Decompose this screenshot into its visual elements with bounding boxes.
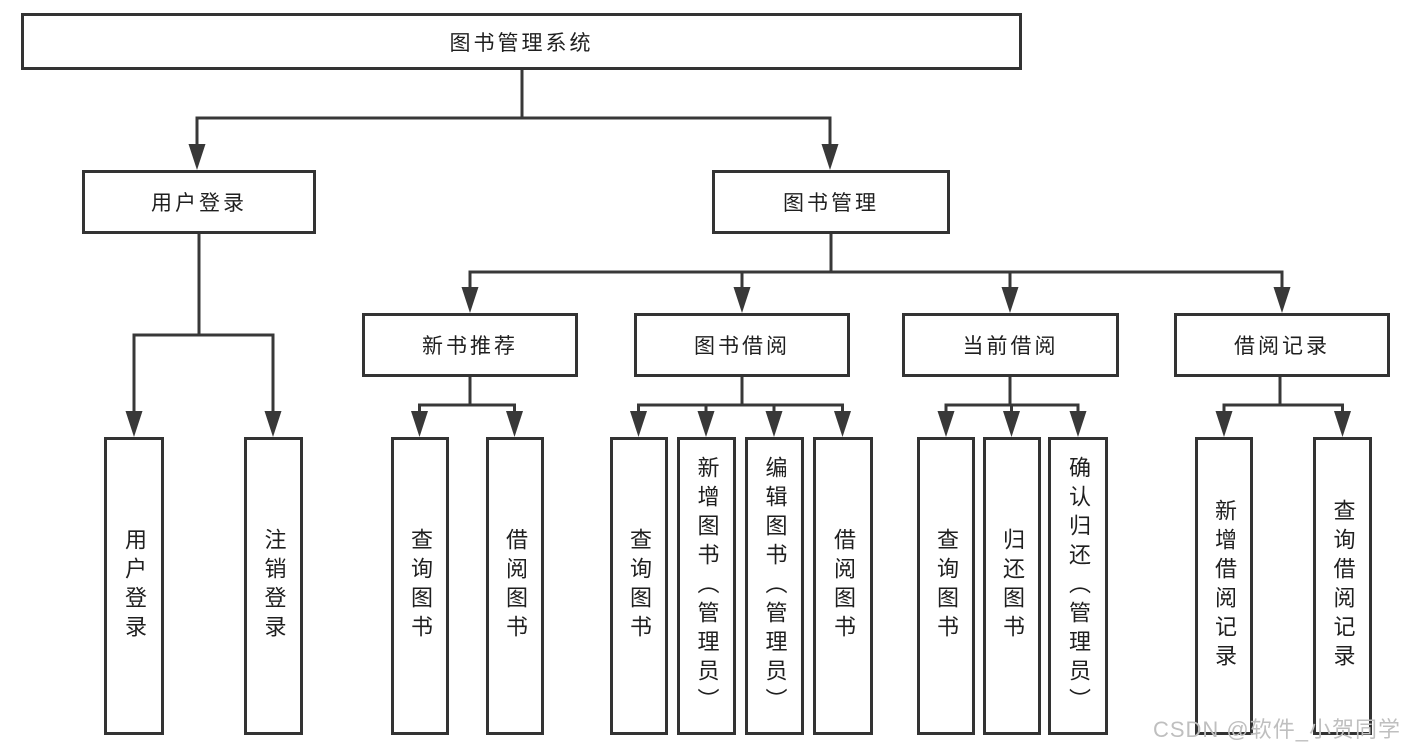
node-borrow-records: 借阅记录 — [1174, 313, 1390, 377]
node-label: 注销登录 — [261, 528, 287, 644]
node-label: 借阅图书 — [503, 528, 528, 644]
leaf-logout: 注销登录 — [244, 437, 303, 735]
node-label: 新增图书（管理员） — [694, 455, 720, 717]
node-label: 图书管理 — [783, 192, 879, 215]
leaf-return-book: 归还图书 — [983, 437, 1041, 735]
leaf-query-borrow-record: 查询借阅记录 — [1313, 437, 1372, 735]
arrowhead — [697, 411, 715, 437]
arrowhead — [1215, 411, 1233, 437]
node-label: 编辑图书（管理员） — [762, 455, 788, 717]
connector-record-group — [1215, 377, 1351, 437]
node-label: 用户登录 — [151, 192, 247, 215]
arrowhead — [630, 411, 647, 437]
arrowhead — [1003, 411, 1020, 437]
node-label: 确认归还（管理员） — [1066, 455, 1091, 717]
leaf-add-book-admin: 新增图书（管理员） — [677, 437, 736, 735]
leaf-borrow-books-2: 借阅图书 — [813, 437, 873, 735]
arrowhead — [733, 287, 751, 313]
node-user-login: 用户登录 — [82, 170, 316, 234]
arrowhead — [1334, 411, 1351, 437]
connector-user-branch — [125, 233, 282, 437]
leaf-query-books-borrow: 查询图书 — [610, 437, 668, 735]
node-current-borrow: 当前借阅 — [902, 313, 1119, 377]
node-label: 图书管理系统 — [449, 31, 594, 55]
arrowhead — [188, 144, 206, 170]
arrowhead — [1069, 411, 1087, 437]
node-label: 新书推荐 — [422, 335, 518, 358]
leaf-add-borrow-record: 新增借阅记录 — [1195, 437, 1253, 735]
arrowhead — [411, 411, 428, 437]
node-book-management: 图书管理 — [712, 170, 950, 234]
arrowhead — [765, 411, 783, 437]
connector-newbook-group — [411, 377, 523, 437]
arrowhead — [834, 411, 851, 437]
node-label: 用户登录 — [122, 528, 147, 644]
connector-current-group — [937, 377, 1087, 437]
leaf-borrow-books-recommend: 借阅图书 — [486, 437, 544, 735]
node-label: 借阅图书 — [831, 528, 856, 644]
node-label: 图书借阅 — [694, 335, 790, 358]
leaf-query-books-recommend: 查询图书 — [391, 437, 449, 735]
arrowhead — [461, 287, 479, 313]
node-new-book-recommend: 新书推荐 — [362, 313, 578, 377]
leaf-confirm-return-admin: 确认归还（管理员） — [1048, 437, 1108, 735]
node-label: 查询图书 — [627, 528, 652, 644]
arrowhead — [1273, 287, 1291, 313]
node-book-borrow: 图书借阅 — [634, 313, 850, 377]
arrowhead — [821, 144, 839, 170]
arrowhead — [506, 411, 523, 437]
connector-book-branch — [461, 233, 1291, 313]
leaf-query-books-current: 查询图书 — [917, 437, 975, 735]
csdn-watermark: CSDN @软件_小贺同学 — [1152, 717, 1401, 742]
arrowhead — [1001, 287, 1019, 313]
connector-borrow-group — [630, 377, 851, 437]
node-label: 借阅记录 — [1234, 335, 1330, 358]
node-library-system: 图书管理系统 — [21, 13, 1022, 70]
node-label: 新增借阅记录 — [1212, 499, 1237, 673]
node-label: 查询图书 — [934, 528, 959, 644]
node-label: 归还图书 — [1000, 528, 1025, 644]
connector-root-to-level2 — [188, 70, 839, 170]
leaf-edit-book-admin: 编辑图书（管理员） — [745, 437, 804, 735]
arrowhead — [125, 411, 143, 437]
node-label: 当前借阅 — [962, 335, 1059, 358]
arrowhead — [264, 411, 282, 437]
leaf-user-login: 用户登录 — [104, 437, 164, 735]
node-label: 查询借阅记录 — [1330, 499, 1356, 673]
arrowhead — [937, 411, 955, 437]
node-label: 查询图书 — [408, 528, 433, 644]
